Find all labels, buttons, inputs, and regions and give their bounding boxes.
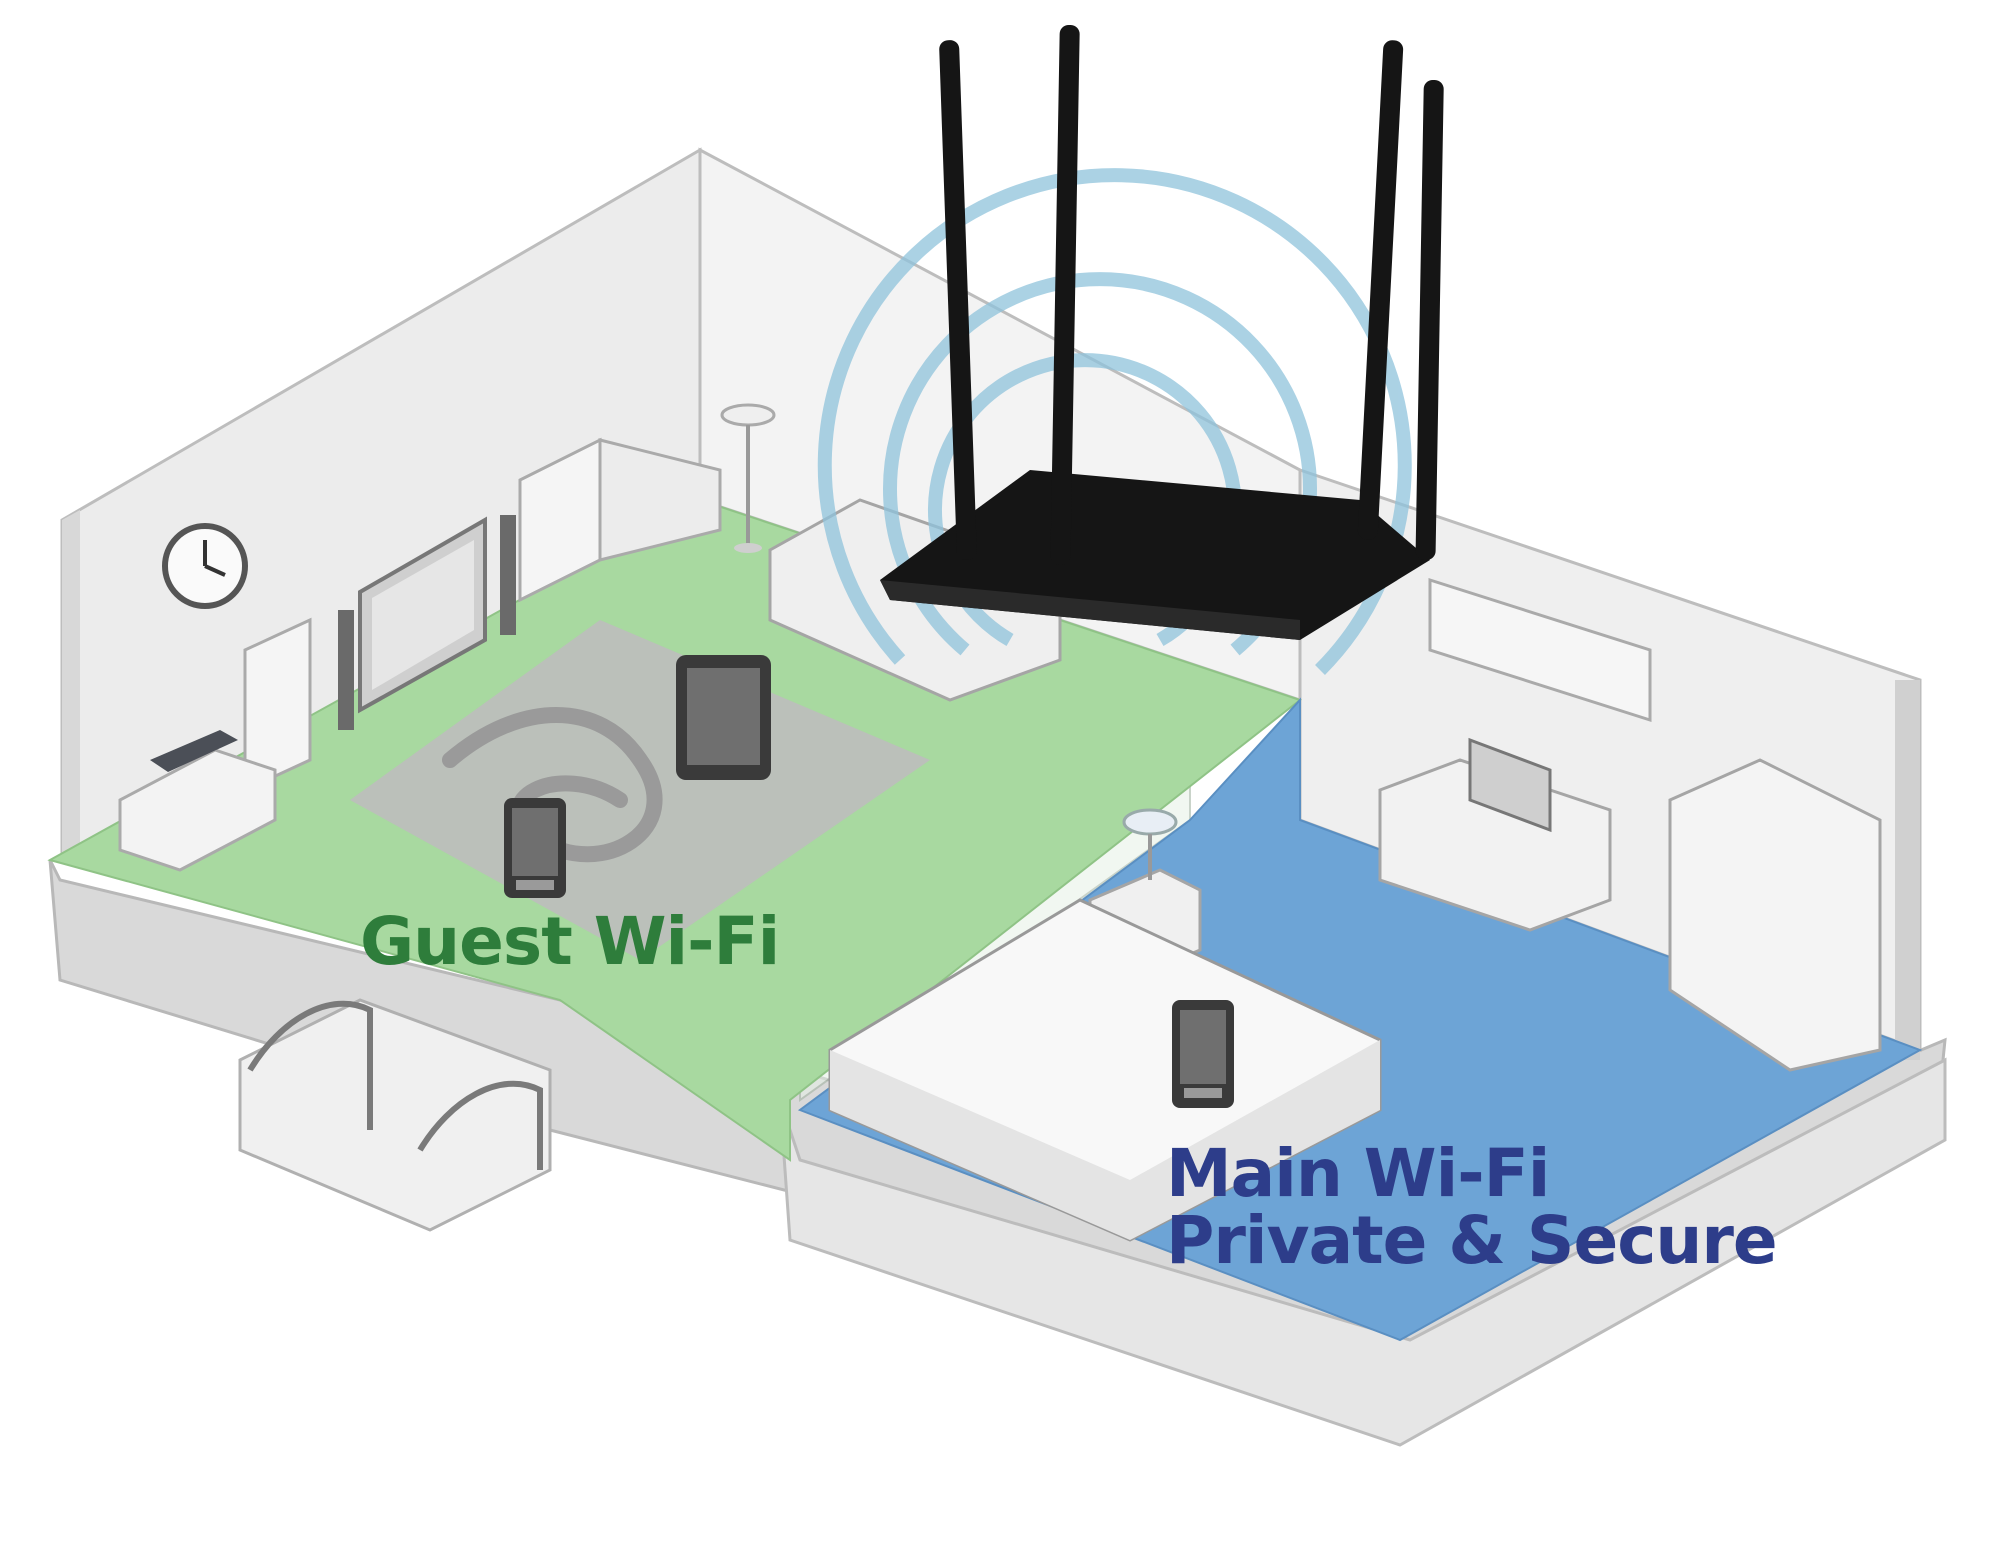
wifi-router-icon — [880, 25, 1444, 640]
wardrobe — [1668, 758, 1882, 1072]
smartphone-icon — [1172, 1000, 1234, 1108]
desk — [1378, 758, 1612, 932]
tablet-icon — [676, 655, 771, 780]
main-wifi-subtitle: Private & Secure — [1166, 1202, 1778, 1280]
rug — [350, 620, 930, 960]
shelf — [243, 617, 312, 793]
television-icon — [358, 516, 487, 714]
speaker-icon — [338, 610, 354, 730]
wall-clock-icon — [162, 523, 248, 609]
table-lamp-icon — [1122, 808, 1178, 880]
speaker-icon — [500, 515, 516, 635]
guest-wifi-label: Guest Wi-Fi — [360, 903, 780, 980]
media-player-icon — [150, 730, 238, 772]
main-wifi-label: Main Wi-Fi Private & Secure — [1166, 1135, 1778, 1280]
main-wifi-title: Main Wi-Fi — [1166, 1135, 1550, 1212]
floor-lamp-icon — [720, 403, 776, 553]
bedroom-furniture — [828, 577, 1882, 1242]
laptop-icon — [1468, 737, 1552, 833]
wall-bookshelf — [1428, 577, 1652, 723]
smartphone-icon — [504, 798, 566, 898]
staircase — [238, 998, 552, 1232]
